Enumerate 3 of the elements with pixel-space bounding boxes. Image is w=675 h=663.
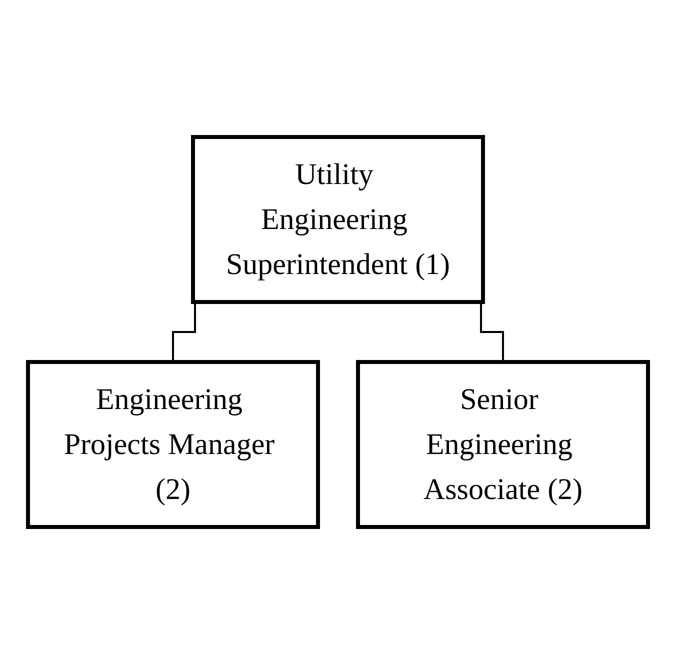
node-box: Utility Engineering Superintendent (1) — [190, 134, 484, 304]
node-box: Engineering Projects Manager (2) — [26, 360, 320, 528]
node-box: Senior Engineering Associate (2) — [356, 360, 650, 528]
